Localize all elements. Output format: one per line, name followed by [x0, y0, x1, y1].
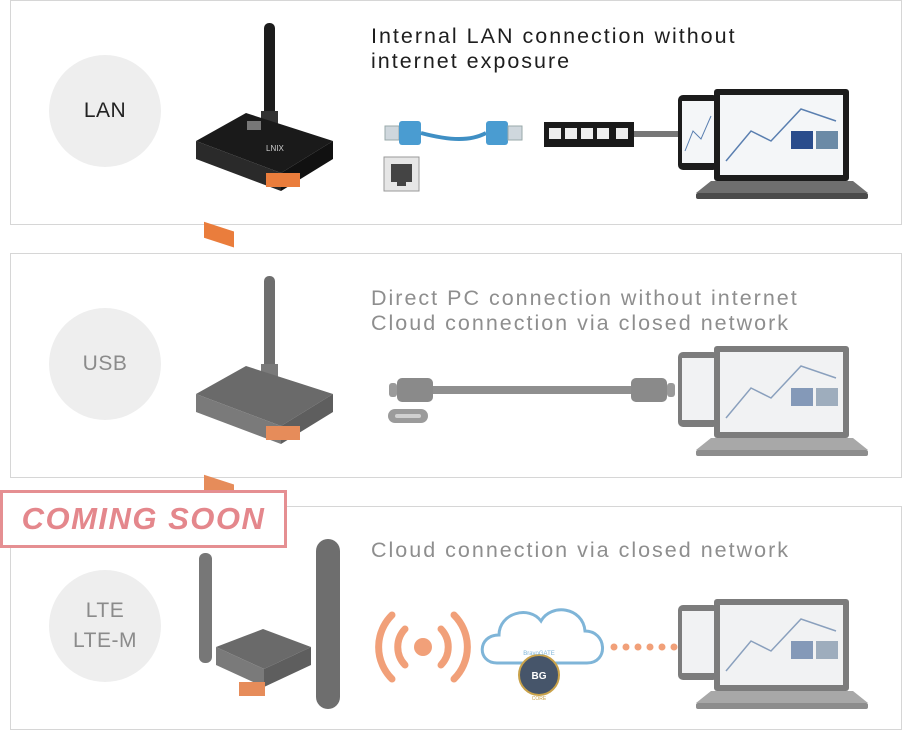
lte-heading: Cloud connection via closed network [371, 538, 790, 563]
lte-badge: LTE LTE-M [49, 570, 161, 682]
usb-heading-line-2: Cloud connection via closed network [371, 311, 790, 335]
usb-heading: Direct PC connection without internet Cl… [371, 286, 799, 336]
lan-heading-line-1: Internal LAN connection without [371, 24, 737, 48]
lan-heading: Internal LAN connection without internet… [371, 24, 737, 74]
laptop-icon [696, 599, 868, 709]
usb-heading-line-1: Direct PC connection without internet [371, 286, 799, 310]
ethernet-switch-icon [544, 122, 684, 147]
svg-text:BG: BG [532, 671, 547, 682]
cloud-logo-line-2: CORE [532, 696, 547, 702]
lan-badge-label: LAN [83, 99, 127, 122]
lte-badge-label-1: LTE [85, 599, 125, 622]
usb-illustration [196, 276, 868, 501]
lan-illustration: LNIX [196, 23, 868, 248]
lan-badge: LAN [49, 55, 161, 167]
gateway-device-icon: LNIX [196, 23, 333, 248]
cloud-logo-line-1: BravoGATE [523, 651, 555, 657]
lan-cable-icon [384, 121, 523, 145]
usb-c-connector-icon [388, 409, 428, 423]
svg-text:LNIX: LNIX [266, 144, 284, 153]
dotted-connection-line [610, 643, 678, 651]
ethernet-port-icon [383, 156, 420, 192]
gateway-device-icon [196, 276, 333, 501]
usb-badge: USB [49, 308, 161, 420]
tablet-icon [678, 352, 718, 427]
lan-panel: LAN Internal LAN connection without inte… [10, 0, 902, 248]
usb-badge-label: USB [82, 352, 128, 375]
tablet-icon [678, 95, 718, 170]
cloud-icon: BravoGATE BG CORE [480, 608, 604, 702]
antenna-icon [199, 539, 340, 709]
usb-panel: USB Direct PC connection without interne… [10, 253, 902, 501]
lte-illustration: BravoGATE BG CORE [199, 539, 868, 709]
lan-heading-line-2: internet exposure [371, 49, 572, 73]
tablet-icon [678, 605, 718, 680]
lte-badge-label-2: LTE-M [73, 629, 137, 652]
coming-soon-label: COMING SOON [0, 490, 287, 548]
lte-gateway-device-icon [199, 539, 340, 709]
laptop-icon [696, 89, 868, 199]
laptop-icon [696, 346, 868, 456]
usb-cable-icon [389, 378, 675, 402]
lte-heading-line-1: Cloud connection via closed network [371, 538, 790, 562]
wireless-signal-icon [375, 611, 471, 683]
